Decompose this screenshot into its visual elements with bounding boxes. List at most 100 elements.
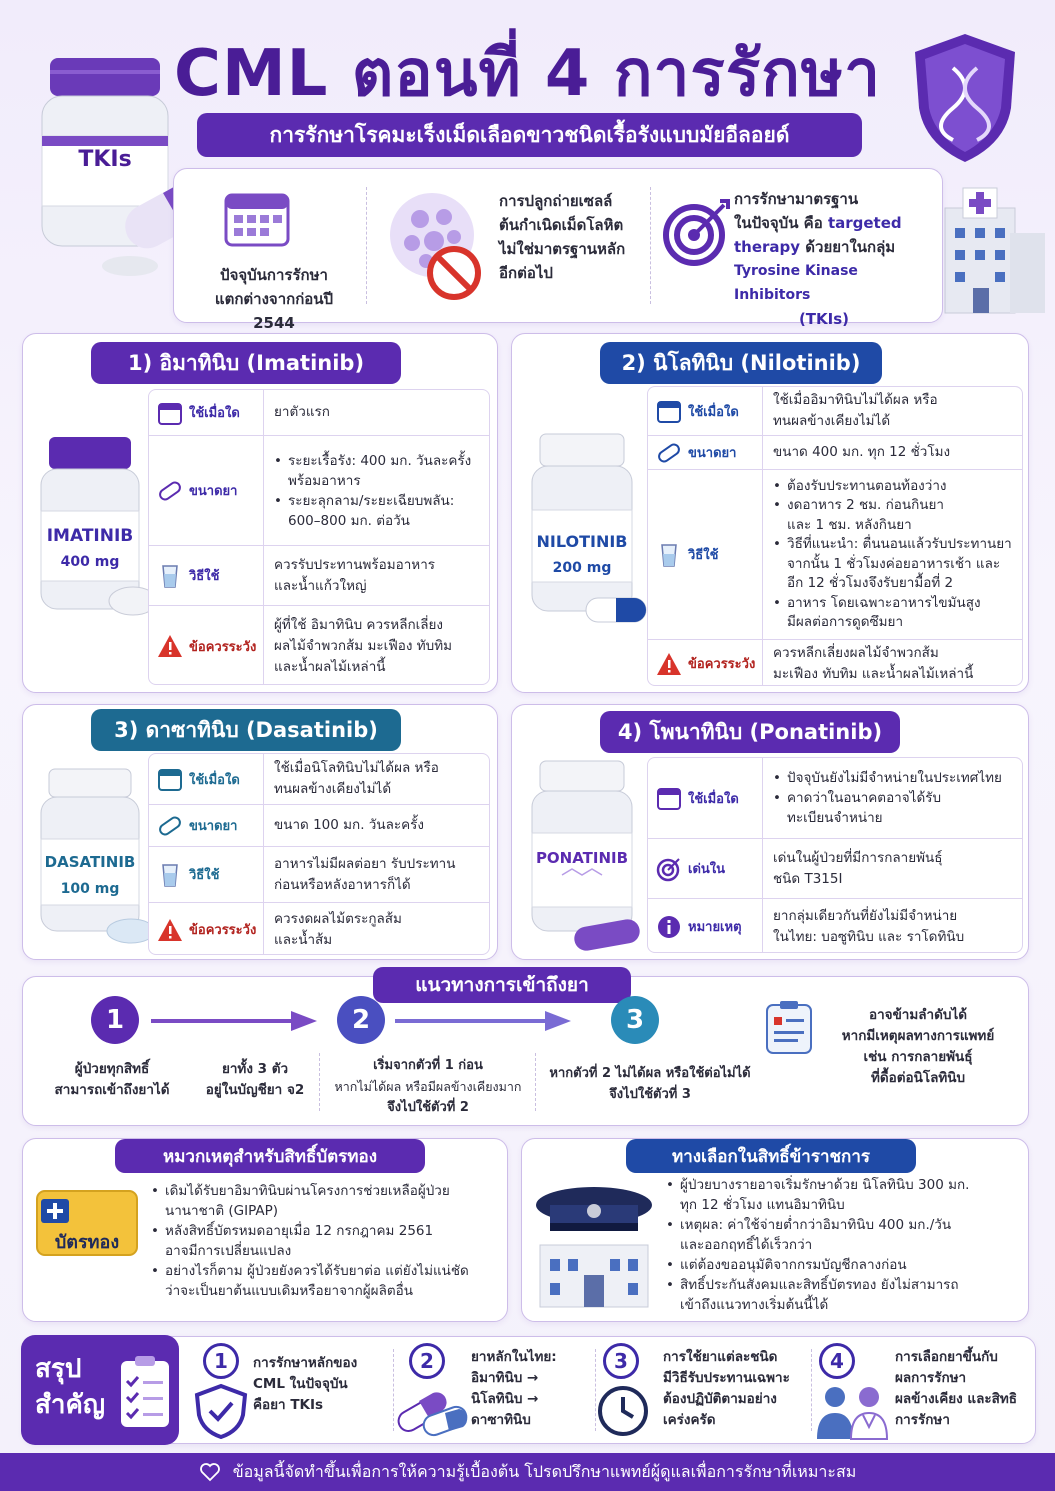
stem-cell-no-icon: [390, 193, 481, 300]
warning-icon: [158, 635, 182, 657]
imatinib-bottle-icon: [40, 437, 158, 616]
drug-card-ponatinib: 4) โพนาทินิบ (Ponatinib) PONATINIB ใช้เม…: [511, 704, 1029, 960]
ponatinib-bottle-icon: [531, 760, 640, 951]
gold-item: เดิมได้รับยาอิมาทินิบผ่านโครงการช่วยเหลื…: [151, 1181, 501, 1221]
warning-icon: [158, 918, 182, 941]
gold-card-icon: [36, 1190, 138, 1256]
access-text-2: ยาทั้ง 3 ตัวอยู่ในบัญชียา จ2: [205, 1061, 305, 1098]
imatinib-bottle-name: IMATINIB: [46, 526, 134, 546]
dasatinib-bottle-dose: 100 mg: [60, 881, 120, 897]
intro-col-1: ปัจจุบันการรักษา แตกต่างจากก่อนปี 2544: [214, 266, 334, 332]
gold-item: หลังสิทธิ์บัตรหมดอายุเมื่อ 12 กรกฎาคม 25…: [151, 1221, 501, 1261]
ponatinib-bottle-name: PONATINIB: [535, 849, 629, 867]
access-title: แนวทางการเข้าถึงยา: [373, 967, 631, 1003]
gold-card-section: หมวกเหตุสำหรับสิทธิ์บัตรทอง บัตรทอง เดิม…: [22, 1138, 508, 1322]
access-text-4: หากตัวที่ 2 ไม่ได้ผล หรือใช้ต่อไม่ได้จึง…: [549, 1066, 751, 1102]
ponatinib-row-used: เด่นใน เด่นในผู้ป่วยที่มีการกลายพันธุ์ชน…: [648, 838, 1022, 898]
ponatinib-row-when: ใช้เมื่อใด ปัจจุบันยังไม่มีจำหน่ายในประเ…: [648, 758, 1022, 838]
check-shield-icon: [194, 1383, 248, 1439]
heart-icon: [199, 1463, 220, 1482]
summary-text-3: การใช้ยาแต่ละชนิดมีวิธีรับประทานเฉพาะต้อ…: [663, 1349, 790, 1428]
access-text-1: ผู้ป่วยทุกสิทธิ์สามารถเข้าถึงยาได้: [54, 1061, 170, 1098]
drug-title-dasatinib: 3) ดาซาทินิบ (Dasatinib): [91, 709, 401, 751]
intro-col-3: การรักษามาตรฐาน ในปัจจุบัน คือ targeted …: [734, 190, 902, 328]
dasatinib-row-warn: ข้อควรระวัง ควรงดผลไม้ตระกูลส้มและน้ำส้ม: [149, 902, 489, 954]
clipboard-icon: [766, 1001, 812, 1054]
civil-item: ผู้ป่วยบางรายอาจเริ่มรักษาด้วย นิโลทินิบ…: [666, 1175, 1026, 1215]
arrow-right-icon: [151, 1011, 317, 1031]
nilotinib-bottle-dose: 200 mg: [552, 560, 612, 576]
dna-shield-icon: [915, 34, 1015, 162]
calendar-icon: [158, 402, 182, 425]
page-subtitle: การรักษาโรคมะเร็งเม็ดเลือดขาวชนิดเรื้อรั…: [197, 113, 862, 157]
imatinib-row-warn: ข้อควรระวัง ผู้ที่ใช้ อิมาทินิบ ควรหลีกเ…: [149, 605, 489, 684]
hospital-icon: [944, 187, 1045, 314]
drug-card-dasatinib: 3) ดาซาทินิบ (Dasatinib) DASATINIB 100 m…: [22, 704, 498, 960]
doctor-patient-icon: [817, 1387, 889, 1440]
gold-title: หมวกเหตุสำหรับสิทธิ์บัตรทอง: [115, 1139, 425, 1173]
drug-title-nilotinib: 2) นิโลทินิบ (Nilotinib): [600, 342, 882, 384]
civil-list: ผู้ป่วยบางรายอาจเริ่มรักษาด้วย นิโลทินิบ…: [666, 1175, 1026, 1315]
calendar-icon: [657, 401, 681, 423]
imatinib-bottle-dose: 400 mg: [60, 554, 120, 570]
drug-card-imatinib: 1) อิมาทินิบ (Imatinib) IMATINIB 400 mg …: [22, 333, 498, 693]
summary-num-3: 3: [603, 1343, 639, 1379]
summary-text-2: ยาหลักในไทย:อิมาทินิบ →นิโลทินิบ →ดาซาทิ…: [471, 1349, 557, 1428]
imatinib-row-dose: ขนาดยา ระยะเรื้อรัง: 400 มก. วันละครั้งพ…: [149, 435, 489, 545]
imatinib-row-when: ใช้เมื่อใด ยาตัวแรก: [149, 390, 489, 435]
summary-text-4: การเลือกยาขึ้นกับผลการรักษาผลข้างเคียง แ…: [895, 1349, 1018, 1428]
imatinib-table: ใช้เมื่อใด ยาตัวแรก ขนาดยา ระยะเรื้อรัง:…: [148, 389, 490, 685]
pills-icon: [397, 1392, 468, 1437]
intro-card: ปัจจุบันการรักษา แตกต่างจากก่อนปี 2544 ก…: [173, 168, 943, 332]
checklist-icon: [121, 1356, 169, 1427]
summary-title: สรุป สำคัญ: [35, 1354, 106, 1420]
civil-title: ทางเลือกในสิทธิ์ข้าราชการ: [626, 1139, 916, 1173]
drug-title-imatinib: 1) อิมาทินิบ (Imatinib): [91, 342, 401, 384]
water-glass-icon: [162, 564, 178, 588]
summary-num-2: 2: [409, 1343, 445, 1379]
intro-col-2: การปลูกถ่ายเซลล์ ต้นกำเนิดเม็ดโลหิต ไม่ใ…: [499, 192, 626, 282]
water-glass-icon: [162, 863, 178, 887]
calendar-icon: [657, 788, 681, 810]
nilotinib-row-how: วิธีใช้ ต้องรับประทานตอนท้องว่าง งดอาหาร…: [648, 469, 1022, 639]
footer-text: ข้อมูลนี้จัดทำขึ้นเพื่อการให้ความรู้เบื้…: [232, 1461, 857, 1481]
dasatinib-bottle-name: DASATINIB: [44, 853, 136, 871]
calendar-icon: [158, 769, 182, 791]
footer-bar: ข้อมูลนี้จัดทำขึ้นเพื่อการให้ความรู้เบื้…: [0, 1453, 1055, 1491]
water-glass-icon: [661, 543, 677, 567]
capsule-icon: [159, 816, 181, 835]
drug-card-nilotinib: 2) นิโลทินิบ (Nilotinib) NILOTINIB 200 m…: [511, 333, 1029, 693]
civil-item: แต่ต้องขออนุมัติจากกรมบัญชีกลางก่อน: [666, 1255, 1026, 1275]
calendar-icon: [224, 193, 290, 247]
nilotinib-table: ใช้เมื่อใด ใช้เมื่ออิมาทินิบไม่ได้ผล หรื…: [647, 386, 1023, 686]
government-building-icon: [536, 1187, 652, 1308]
gold-list: เดิมได้รับยาอิมาทินิบผ่านโครงการช่วยเหลื…: [151, 1181, 501, 1301]
target-icon: [663, 199, 730, 266]
access-step-2: 2: [337, 996, 385, 1044]
info-icon: [658, 915, 680, 938]
page-title: CML ตอนที่ 4 การรักษา: [173, 37, 882, 111]
summary-num-1: 1: [203, 1343, 239, 1379]
dasatinib-row-how: วิธีใช้ อาหารไม่มีผลต่อยา รับประทานก่อนห…: [149, 846, 489, 902]
dasatinib-row-dose: ขนาดยา ขนาด 100 มก. วันละครั้ง: [149, 804, 489, 846]
nilotinib-bottle-name: NILOTINIB: [536, 532, 628, 551]
gold-card-label: บัตรทอง: [54, 1232, 120, 1253]
target-icon: [656, 857, 680, 881]
gold-item: อย่างไรก็ตาม ผู้ป่วยยังควรได้รับยาต่อ แต…: [151, 1261, 501, 1301]
dasatinib-table: ใช้เมื่อใด ใช้เมื่อนิโลทินิบไม่ได้ผล หรื…: [148, 753, 490, 955]
capsule-icon: [658, 443, 680, 462]
clock-icon: [598, 1386, 648, 1436]
summary-num-4: 4: [819, 1343, 855, 1379]
imatinib-row-how: วิธีใช้ ควรรับประทานพร้อมอาหารและน้ำแก้ว…: [149, 545, 489, 605]
civil-servant-section: ทางเลือกในสิทธิ์ข้าราชการ ผู้ป่วยบางรายอ…: [521, 1138, 1029, 1322]
arrow-right-icon: [395, 1011, 571, 1031]
access-step-1: 1: [91, 996, 139, 1044]
dasatinib-row-when: ใช้เมื่อใด ใช้เมื่อนิโลทินิบไม่ได้ผล หรื…: [149, 754, 489, 804]
access-text-3: เริ่มจากตัวที่ 1 ก่อนหากไม่ได้ผล หรือมีผ…: [334, 1058, 522, 1115]
dasatinib-bottle-icon: [40, 768, 156, 944]
nilotinib-bottle-icon: [531, 433, 647, 623]
access-text-5: อาจข้ามลำดับได้หากมีเหตุผลทางการแพทย์เช่…: [841, 1007, 995, 1086]
ponatinib-row-note: หมายเหตุ ยากลุ่มเดียวกันที่ยังไม่มีจำหน่…: [648, 898, 1022, 952]
